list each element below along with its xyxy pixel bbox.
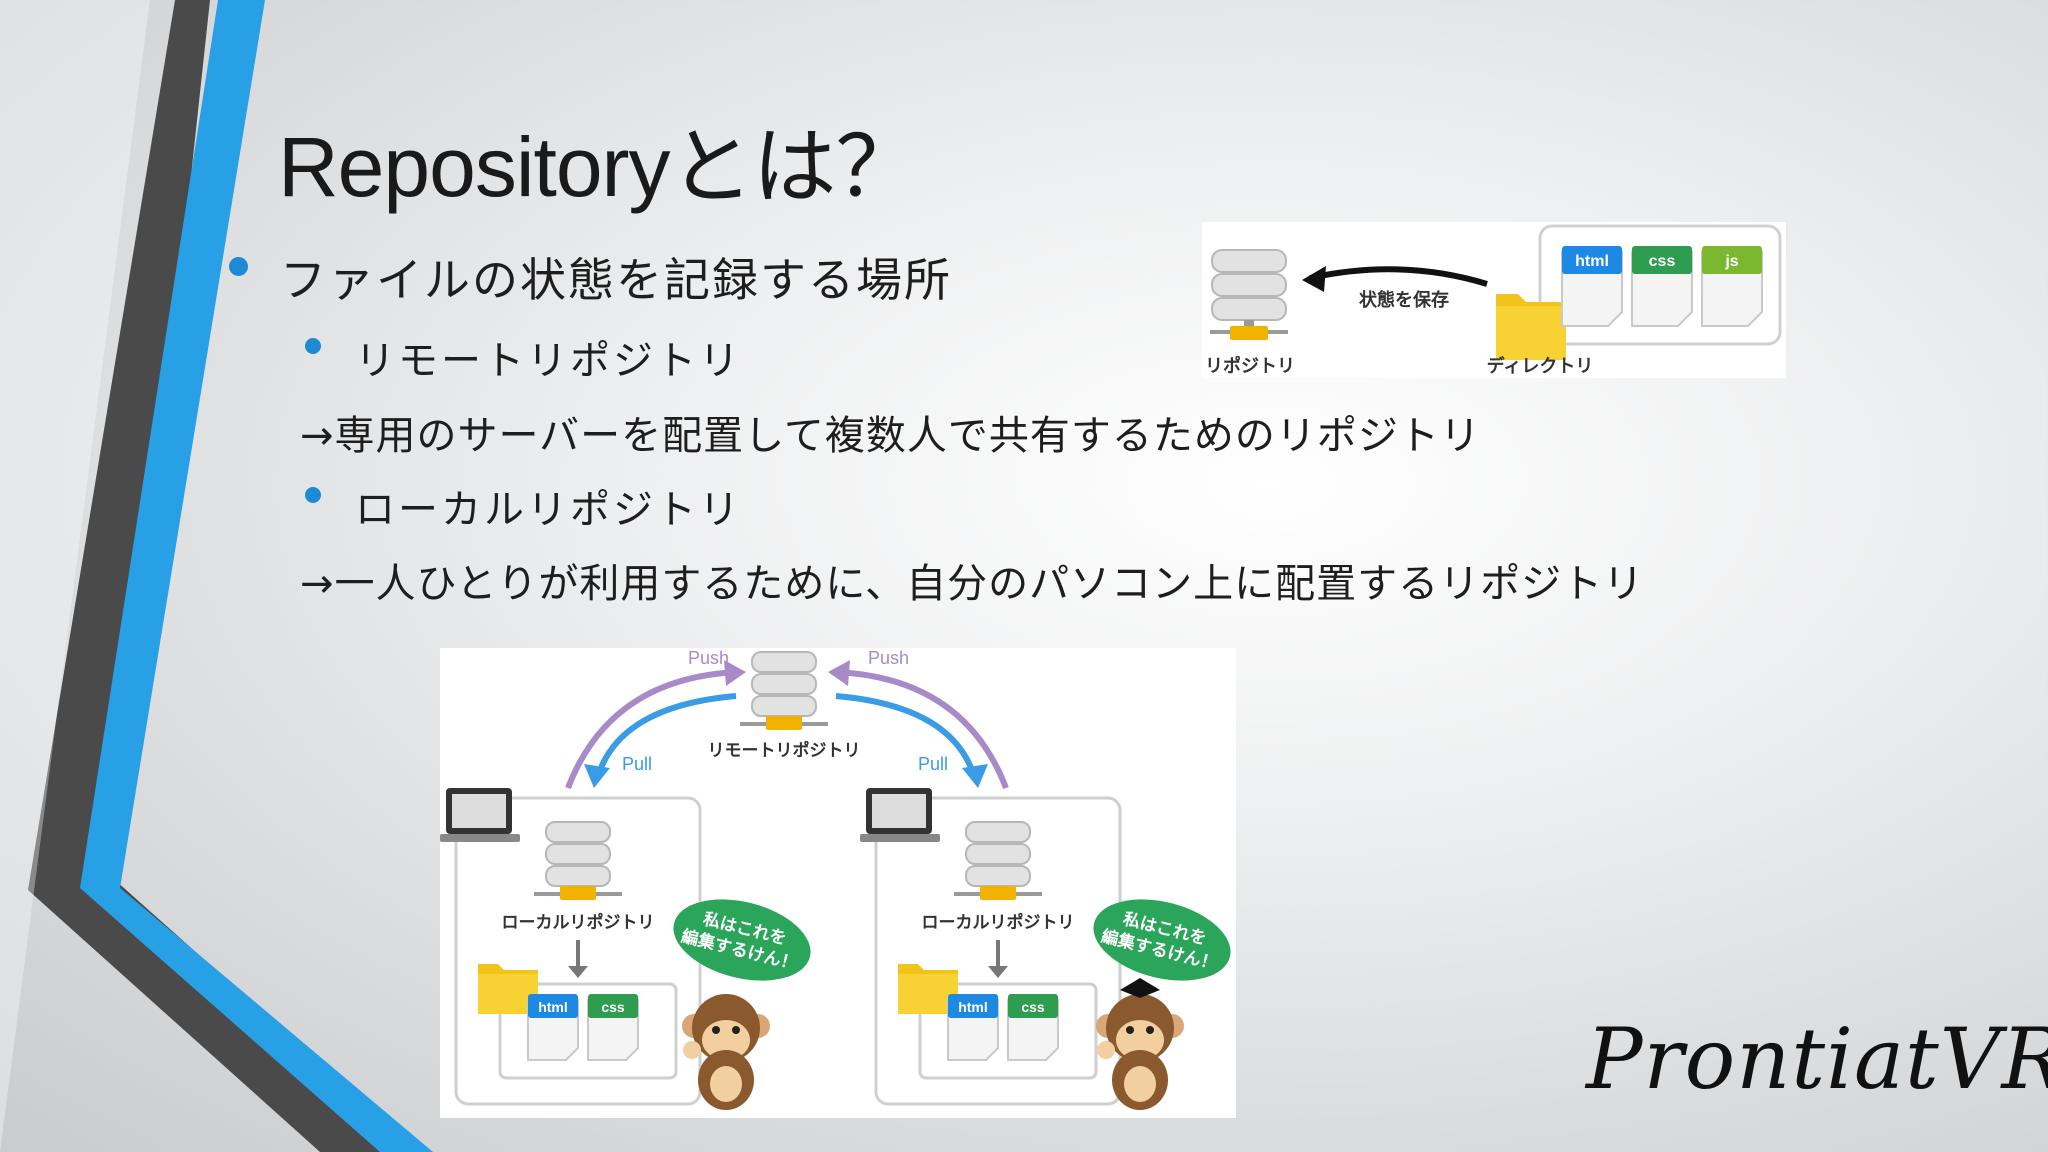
- push-arrow-right: [835, 669, 1009, 790]
- local-server-icon: [534, 821, 622, 900]
- js-tag: js: [1724, 253, 1738, 270]
- html-tag: html: [958, 999, 988, 1015]
- html-tag: html: [538, 999, 568, 1015]
- save-arrow: [1309, 266, 1488, 287]
- prontiat-vr-logo: ProntiatVR: [1586, 1010, 2048, 1108]
- laptop-icon: [860, 788, 940, 842]
- bullet-dot: [229, 257, 248, 276]
- bullet-local: ローカルリポジトリ: [355, 487, 742, 533]
- pull-arrow-left: [595, 693, 737, 777]
- bullet-main: ファイルの状態を記録する場所: [280, 253, 952, 307]
- html-file-icon: [1561, 246, 1623, 327]
- folder-icon: [1496, 294, 1566, 360]
- push-arrow-left: [565, 669, 739, 790]
- graduation-cap-icon: [1120, 978, 1160, 998]
- monkey-mascot-icon: [1096, 978, 1184, 1110]
- repository-label: リポジトリ: [1205, 355, 1295, 377]
- bullet-dot: [305, 338, 321, 354]
- folder-icon: [898, 964, 958, 1014]
- push-label-right: Push: [868, 648, 909, 668]
- js-file-icon: [1701, 246, 1763, 327]
- push-label-left: Push: [688, 648, 729, 668]
- monkey-mascot-icon: [682, 994, 770, 1110]
- pull-arrow-right: [835, 693, 977, 777]
- local-repository-label: ローカルリポジトリ: [922, 912, 1075, 933]
- remote-server-icon: [740, 651, 828, 730]
- save-state-label: 状態を保存: [1359, 289, 1449, 311]
- remote-repository-label: リモートリポジトリ: [708, 740, 861, 761]
- css-tag: css: [1021, 999, 1045, 1015]
- bullet-remote: リモートリポジトリ: [355, 338, 742, 384]
- css-file-icon: [1007, 994, 1059, 1061]
- html-file-icon: [947, 994, 999, 1061]
- pull-label-right: Pull: [918, 754, 948, 774]
- push-pull-figure: リモートリポジトリ Push Push Pull Pull ローカルリポジトリ: [440, 648, 1236, 1118]
- server-icon: [1210, 249, 1288, 340]
- laptop-icon: [440, 788, 520, 842]
- bullet-dot: [305, 487, 321, 503]
- speech-bubble: 私はこれを 編集するけん！: [1093, 899, 1231, 981]
- pull-label-left: Pull: [622, 754, 652, 774]
- css-tag: css: [1649, 253, 1676, 270]
- html-tag: html: [1575, 253, 1609, 270]
- local-server-icon: [954, 821, 1042, 900]
- slide-title: Repositoryとは？: [278, 120, 920, 214]
- repository-directory-figure: html css js 状態を保存 リポジトリ ディレクトリ: [1202, 222, 1786, 378]
- speech-bubble: 私はこれを 編集するけん！: [673, 899, 811, 981]
- css-file-icon: [1631, 246, 1693, 327]
- local-repository-label: ローカルリポジトリ: [502, 912, 655, 933]
- local-description: →一人ひとりが利用するために、自分のパソコン上に配置するリポジトリ: [300, 561, 1645, 607]
- css-file-icon: [587, 994, 639, 1061]
- remote-description: →専用のサーバーを配置して複数人で共有するためのリポジトリ: [300, 413, 1481, 459]
- css-tag: css: [601, 999, 625, 1015]
- html-file-icon: [527, 994, 579, 1061]
- directory-label: ディレクトリ: [1487, 355, 1594, 377]
